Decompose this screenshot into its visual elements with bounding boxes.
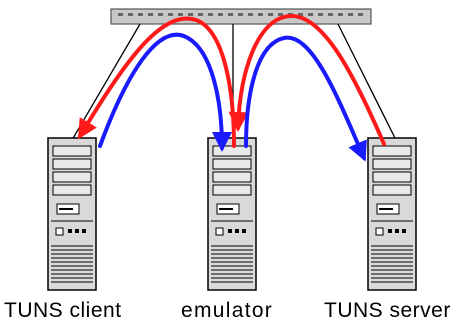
node-label-server: TUNS server xyxy=(324,299,451,322)
node-label-client: TUNS client xyxy=(4,299,122,322)
flow-arrow-emulator-to-server xyxy=(244,35,367,162)
flow-arrow-server-to-emulator xyxy=(228,13,386,146)
client-computer-icon xyxy=(47,137,97,291)
network-switch-icon xyxy=(110,8,372,25)
flow-arrow-client-to-emulator xyxy=(98,32,232,152)
emulator-computer-icon xyxy=(207,137,257,291)
server-computer-icon xyxy=(367,137,417,291)
flow-arrow-emulator-to-client xyxy=(77,16,236,148)
node-label-emulator: emulator xyxy=(181,299,274,322)
